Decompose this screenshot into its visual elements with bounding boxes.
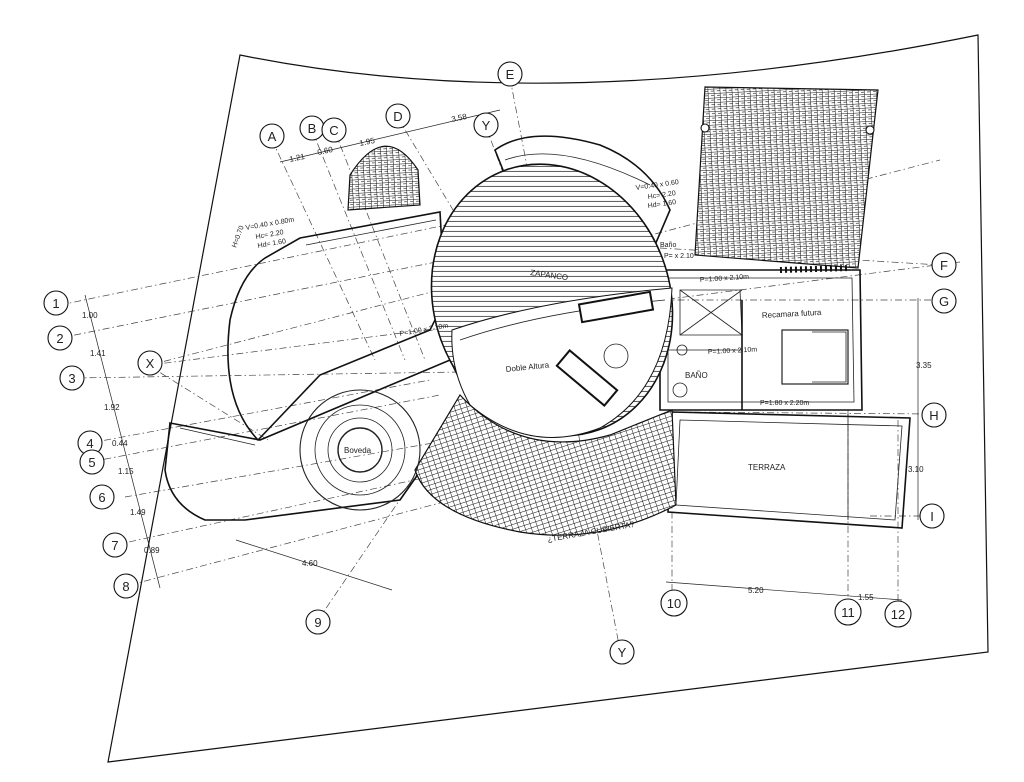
- grid-bubble-G: G: [931, 288, 957, 314]
- grid-bubble-1: 1: [43, 290, 69, 316]
- note-door-top: P=1.00 x 2.10m: [700, 274, 750, 284]
- label-bano: BAÑO: [685, 371, 708, 380]
- svg-text:Y: Y: [482, 118, 491, 133]
- svg-text:5: 5: [88, 455, 95, 470]
- grid-bubble-A: A: [259, 123, 285, 149]
- label-boveda: Boveda: [344, 446, 372, 455]
- note-window-top-2: Hc= 2.20: [647, 190, 676, 201]
- lot-boundary: [107, 34, 989, 763]
- dim-cd: 1.95: [359, 136, 377, 148]
- note-door-terrace: P=1.80 x 2.20m: [760, 400, 809, 407]
- grid-bubble-6: 6: [89, 484, 115, 510]
- grid-bubble-E: E: [497, 61, 523, 87]
- dim-56: 1.15: [118, 467, 134, 476]
- svg-text:8: 8: [122, 579, 129, 594]
- grid-bubble-B: B: [299, 115, 325, 141]
- dim-12: 1.00: [82, 311, 98, 320]
- label-bano-small: Baño: [660, 242, 676, 249]
- grid-bubble-2: 2: [47, 325, 73, 351]
- svg-text:Y: Y: [618, 645, 627, 660]
- roof-top-right: [694, 86, 879, 269]
- svg-text:6: 6: [98, 490, 105, 505]
- svg-text:A: A: [268, 129, 277, 144]
- dim-78: 0.89: [144, 546, 160, 555]
- svg-text:G: G: [939, 294, 949, 309]
- grid-bubble-Y-top: Y: [473, 112, 499, 138]
- label-recamara: Recamara futura: [762, 308, 823, 320]
- label-terraza: TERRAZA: [748, 463, 786, 472]
- svg-text:X: X: [146, 356, 155, 371]
- svg-text:2: 2: [56, 331, 63, 346]
- dim-1011: 5.20: [748, 586, 764, 595]
- grid-bubble-9: 9: [305, 609, 331, 635]
- column-marker: [865, 125, 875, 135]
- svg-text:7: 7: [111, 538, 118, 553]
- note-door-hall: P=1.00 x 2.10m: [708, 346, 758, 356]
- svg-text:I: I: [930, 509, 934, 524]
- grid-bubble-5: 5: [79, 449, 105, 475]
- grid-bubble-Y-bottom: Y: [609, 639, 635, 665]
- svg-text:D: D: [393, 109, 402, 124]
- grid-bubble-8: 8: [113, 573, 139, 599]
- dim-dy: 3.58: [451, 112, 469, 124]
- grid-bubble-D: D: [385, 103, 411, 129]
- grid-bubbles: A B C D E Y X F G H I 1 2 3 4 5 6 7 8 9 …: [43, 61, 957, 665]
- svg-text:F: F: [940, 258, 948, 273]
- dim-45: 0.44: [112, 439, 128, 448]
- svg-text:E: E: [506, 67, 515, 82]
- note-window-left-3: Hd= 1.60: [257, 238, 286, 250]
- grid-bubble-H: H: [921, 402, 947, 428]
- note-window-left-2: Hc= 2.20: [255, 229, 284, 241]
- svg-text:C: C: [329, 123, 338, 138]
- dim-67: 1.49: [130, 508, 146, 517]
- grid-bubble-3: 3: [59, 365, 85, 391]
- svg-text:11: 11: [841, 605, 855, 620]
- svg-text:B: B: [308, 121, 317, 136]
- svg-text:10: 10: [667, 596, 681, 611]
- dim-23: 1.41: [90, 349, 106, 358]
- svg-text:1: 1: [52, 296, 59, 311]
- furniture: [555, 265, 851, 407]
- grid-bubble-I: I: [919, 503, 945, 529]
- note-door-small: P= x 2.10: [664, 253, 694, 260]
- dim-bc: 0.60: [317, 145, 335, 157]
- svg-text:9: 9: [314, 615, 321, 630]
- grid-bubble-10: 10: [660, 589, 688, 617]
- covered-terrace-roof: [414, 394, 677, 536]
- column-marker: [700, 123, 710, 133]
- dim-hi: 3.10: [908, 465, 924, 474]
- boveda-vault: [299, 389, 421, 511]
- dim-9: 4.60: [302, 559, 318, 568]
- dimension-lines: [84, 109, 919, 601]
- grid-bubble-F: F: [931, 252, 957, 278]
- svg-text:H: H: [929, 408, 938, 423]
- svg-text:12: 12: [891, 607, 905, 622]
- note-window-top-3: Hd= 1.60: [647, 199, 676, 210]
- note-window-left-1: V=0.40 x 0.80m: [245, 216, 295, 231]
- grid-bubble-7: 7: [102, 532, 128, 558]
- dimension-labels: 1.21 0.60 1.95 3.58 1.00 1.41 1.92 0.44 …: [82, 112, 932, 602]
- svg-text:4: 4: [86, 436, 93, 451]
- svg-text:3: 3: [68, 371, 75, 386]
- grid-bubble-C: C: [321, 117, 347, 143]
- dim-1112: 1.55: [858, 593, 874, 602]
- grid-bubble-X: X: [137, 350, 163, 376]
- grid-bubble-12: 12: [884, 600, 912, 628]
- arch-roof-top-left: [347, 145, 421, 211]
- note-window-left-4: H=0.70: [231, 225, 245, 249]
- dim-34: 1.92: [104, 403, 120, 412]
- dim-gh: 3.35: [916, 361, 932, 370]
- grid-bubble-11: 11: [834, 598, 862, 626]
- dim-ab: 1.21: [289, 152, 307, 164]
